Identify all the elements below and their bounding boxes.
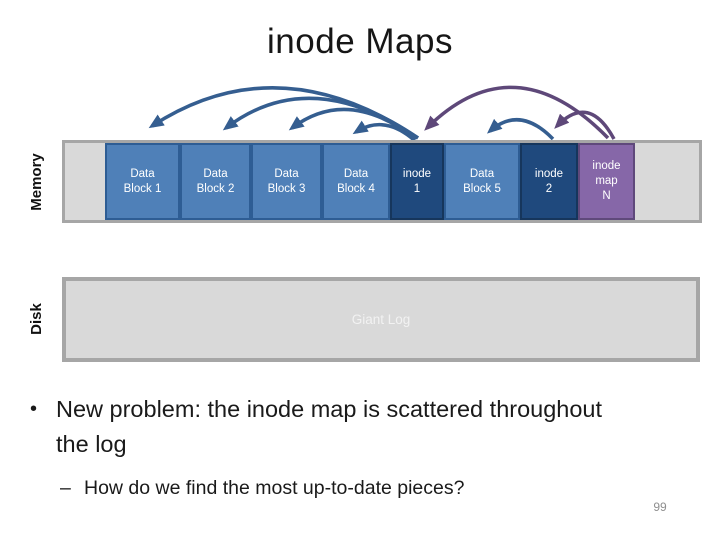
page-number: 99 — [653, 500, 667, 514]
bullet-text-sub: How do we find the most up-to-date piece… — [84, 477, 465, 500]
disk-bar: Giant Log — [62, 277, 700, 362]
pointer-arrows — [148, 85, 616, 142]
bullet-item-sub: – How do we find the most up-to-date pie… — [60, 475, 670, 502]
block-inode-1: inode 1 — [390, 143, 444, 220]
block-data-block-5: Data Block 5 — [444, 143, 520, 220]
disk-row-label: Disk — [28, 303, 45, 335]
block-data-block-1: Data Block 1 — [105, 143, 180, 220]
memory-bar: Data Block 1 Data Block 2 Data Block 3 D… — [62, 140, 702, 223]
arrow-inodemap-to-inode2 — [554, 110, 616, 140]
arrow-inode1-to-datablock3 — [288, 107, 418, 141]
bullet-text-main: New problem: the inode map is scattered … — [56, 396, 603, 457]
dash-marker: – — [60, 477, 71, 500]
arrow-inode2-to-datablock5 — [486, 117, 555, 141]
block-inode-2: inode 2 — [520, 143, 578, 220]
bullet-marker: • — [30, 398, 38, 420]
block-data-block-2: Data Block 2 — [180, 143, 251, 220]
arrow-inodemap-to-inode1 — [424, 85, 610, 140]
arrow-inode1-to-datablock2 — [222, 96, 419, 140]
giant-log-label: Giant Log — [351, 312, 411, 327]
bullet-list: • New problem: the inode map is scattere… — [30, 392, 670, 502]
arrow-inode1-to-datablock4 — [352, 120, 416, 142]
block-data-block-4: Data Block 4 — [322, 143, 390, 220]
slide-title: inode Maps — [267, 22, 453, 61]
arrow-inode1-to-datablock1 — [148, 86, 419, 140]
block-data-block-3: Data Block 3 — [251, 143, 322, 220]
block-inode-map-n: inode map N — [578, 143, 635, 220]
memory-row-label: Memory — [28, 153, 45, 211]
bullet-item-main: • New problem: the inode map is scattere… — [30, 392, 670, 461]
